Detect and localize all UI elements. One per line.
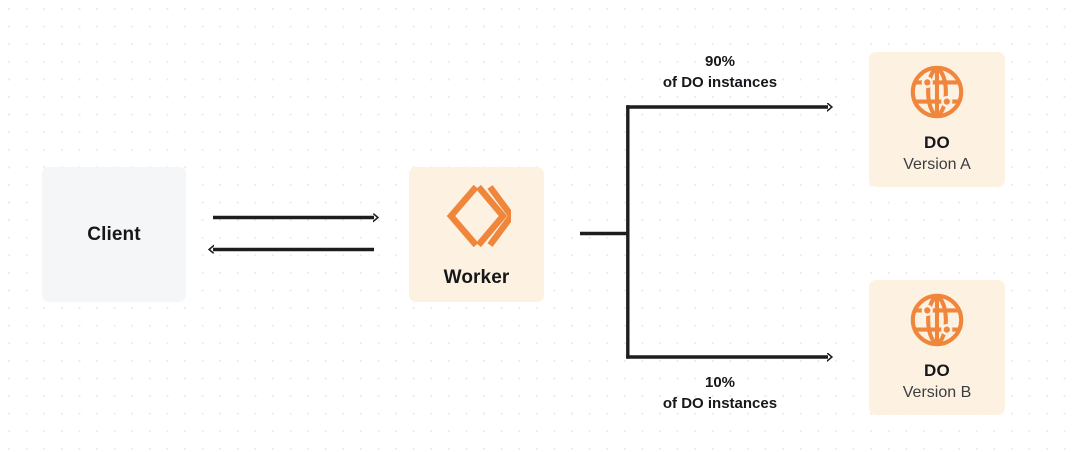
node-do-a-label: DO [924,133,950,153]
node-do-version-a[interactable]: DO Version A [869,52,1005,187]
node-do-version-b[interactable]: DO Version B [869,280,1005,415]
node-client[interactable]: Client [42,167,186,302]
node-worker[interactable]: Worker [409,167,544,302]
node-do-b-label: DO [924,361,950,381]
edge-label-do-a-text: of DO instances [662,73,778,91]
edge-label-do-a: 90% of DO instances [612,52,828,93]
edge-label-do-b-percent: 10% [704,374,736,391]
cloudflare-workers-icon [443,181,515,251]
node-worker-label: Worker [443,266,510,288]
edge-label-do-b: 10% of DO instances [612,373,828,414]
globe-icon [909,292,965,348]
edge-label-do-b-text: of DO instances [662,394,778,412]
edge-label-do-a-percent: 90% [704,53,736,70]
node-do-a-sublabel: Version A [903,155,971,173]
node-client-label: Client [87,223,141,245]
globe-icon [909,64,965,120]
node-do-b-sublabel: Version B [902,383,972,401]
